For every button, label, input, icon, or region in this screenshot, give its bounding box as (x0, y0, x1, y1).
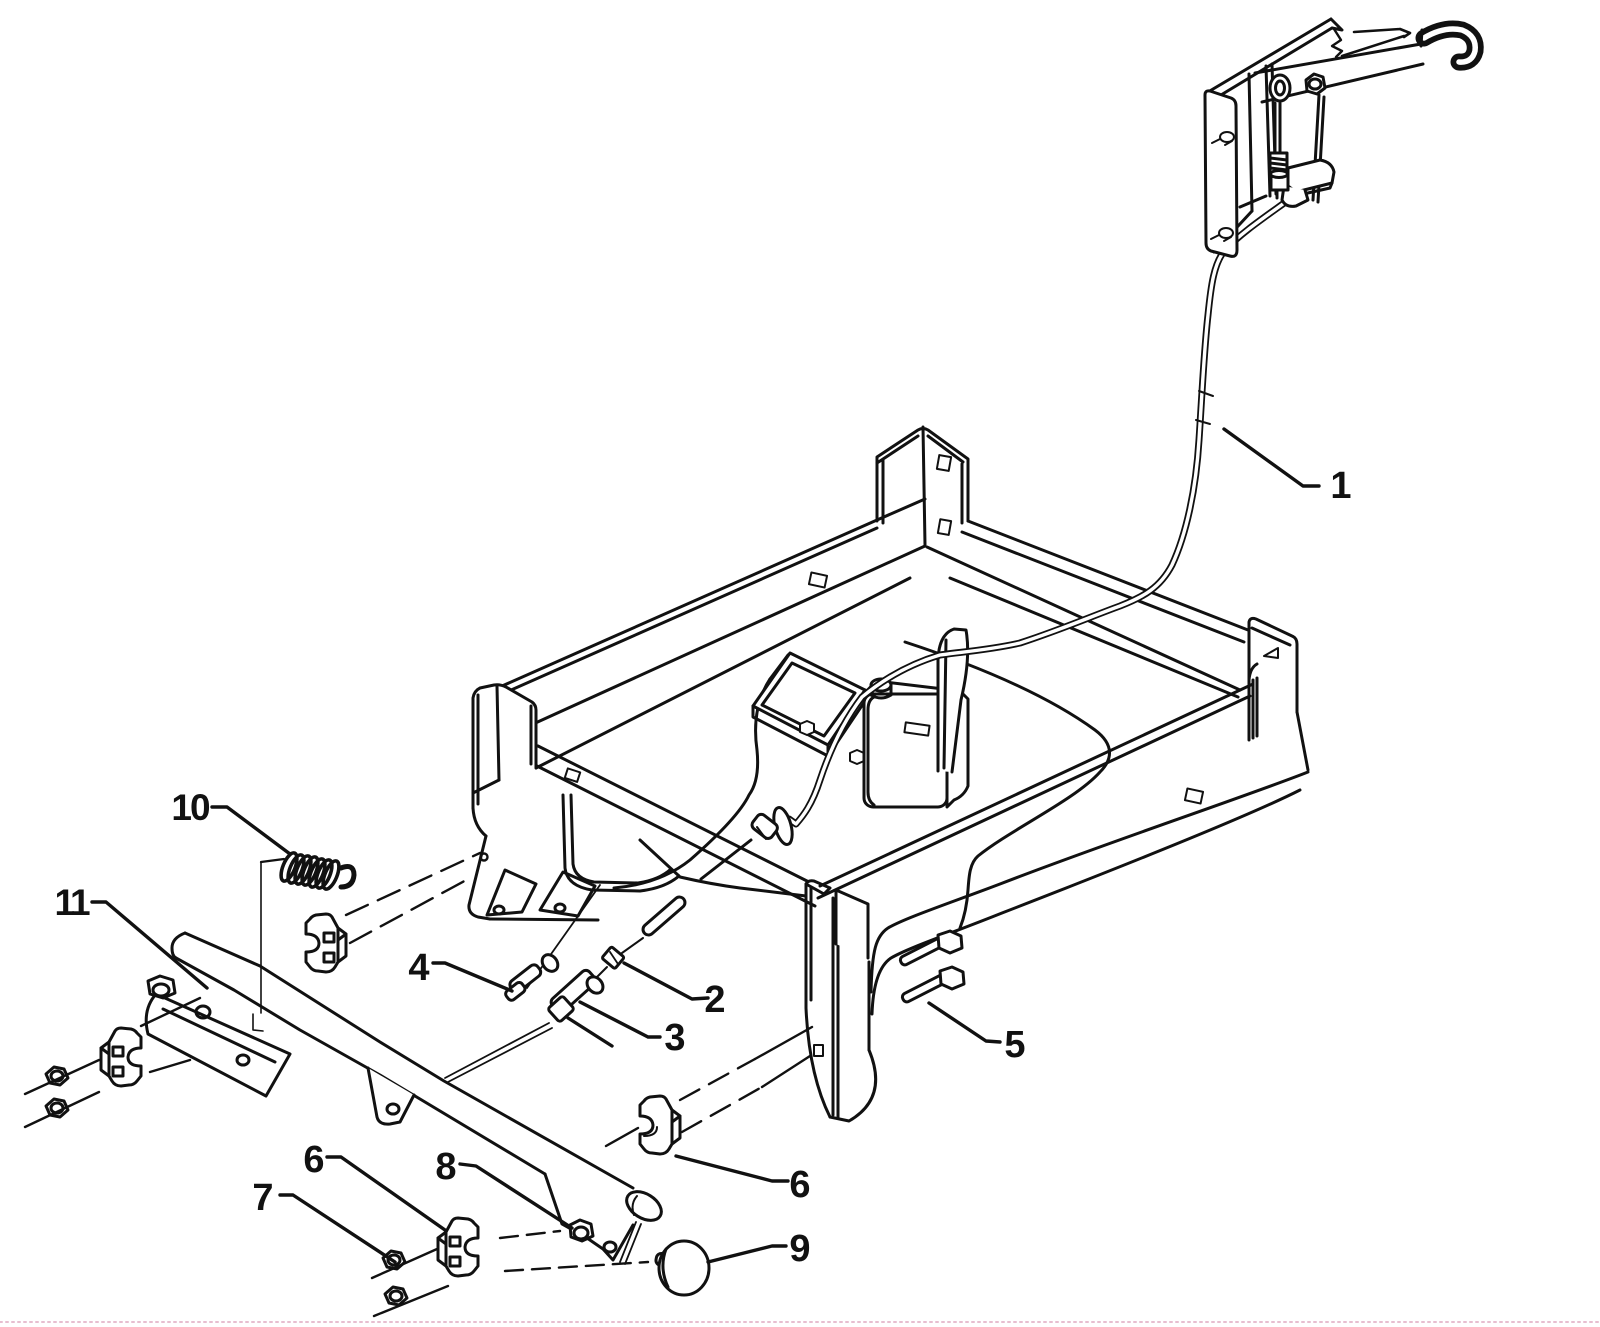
svg-text:5: 5 (1004, 1024, 1025, 1066)
svg-text:10: 10 (171, 787, 210, 828)
svg-text:11: 11 (54, 882, 90, 923)
svg-text:6: 6 (789, 1164, 810, 1206)
svg-text:8: 8 (435, 1146, 456, 1188)
svg-text:3: 3 (664, 1017, 685, 1059)
svg-text:4: 4 (408, 947, 429, 989)
svg-text:1: 1 (1330, 465, 1351, 507)
svg-text:2: 2 (704, 979, 725, 1021)
svg-text:9: 9 (789, 1228, 810, 1270)
svg-text:6: 6 (303, 1139, 324, 1181)
svg-text:7: 7 (252, 1177, 273, 1219)
